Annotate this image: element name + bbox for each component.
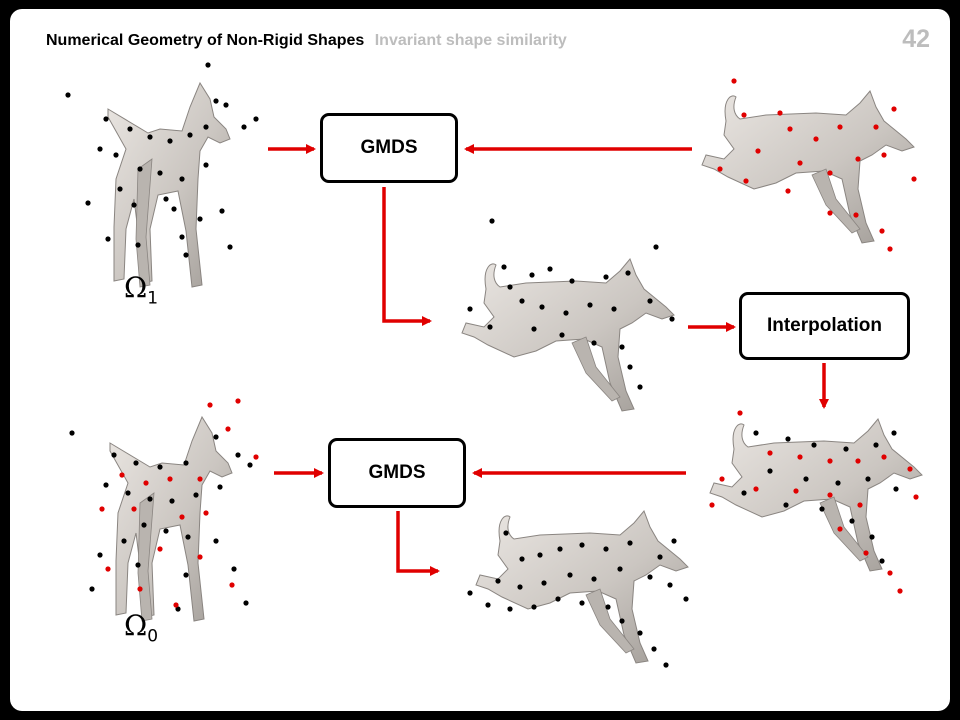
dog-omega-0-mesh: [69, 398, 259, 622]
omega-1-symbol: Ω: [124, 271, 148, 304]
dog-omega-1-mesh: [65, 62, 259, 288]
omega-1-label: Ω1: [124, 271, 158, 309]
interpolation-box: Interpolation: [739, 292, 910, 360]
dog-running-top-right-mesh: [701, 78, 917, 252]
slide-header: Numerical Geometry of Non-Rigid Shapes I…: [46, 32, 567, 50]
page-number: 42: [902, 25, 930, 53]
omega-0-symbol: Ω: [124, 609, 148, 642]
dog-running-middle-mesh: [461, 218, 675, 412]
slide: Numerical Geometry of Non-Rigid Shapes I…: [10, 9, 950, 711]
gmds-top-box: GMDS: [320, 113, 458, 183]
dog-running-bottom-middle-mesh: [467, 510, 689, 668]
diagram-canvas: [65, 62, 923, 668]
omega-0-subscript: 0: [147, 626, 159, 647]
lecture-topic: Invariant shape similarity: [374, 32, 567, 49]
course-title: Numerical Geometry of Non-Rigid Shapes: [46, 32, 365, 49]
omega-1-subscript: 1: [147, 288, 159, 309]
gmds-bottom-box: GMDS: [328, 438, 466, 508]
arrow-gmds-top-to-middle-dog: [382, 187, 432, 326]
arrow-gmds-bottom-to-dog: [396, 511, 440, 576]
flow-arrows: [268, 144, 829, 576]
omega-0-label: Ω0: [124, 609, 158, 647]
dog-running-bottom-right-mesh: [709, 410, 923, 594]
